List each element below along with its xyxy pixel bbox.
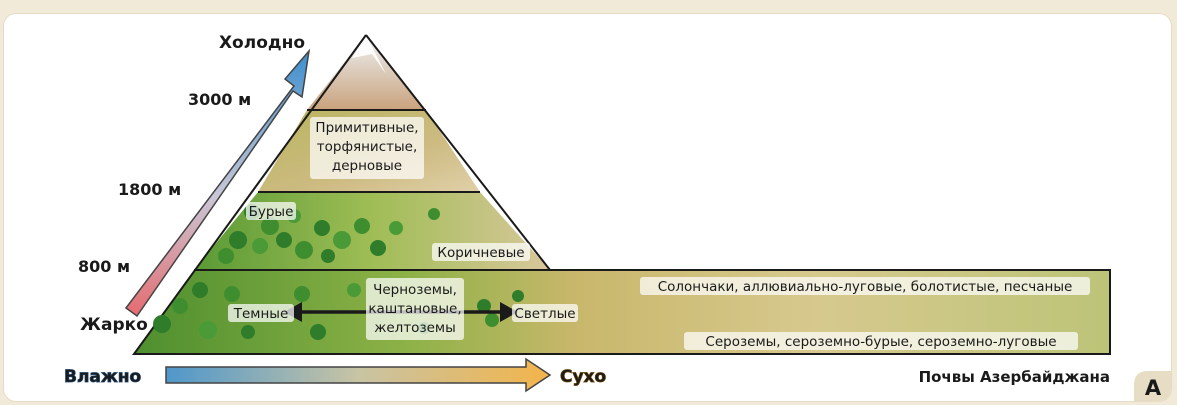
dark-label-chip <box>228 304 294 322</box>
chernozem-label-chip <box>366 278 464 340</box>
badge-a: A <box>1134 371 1171 401</box>
badge-letter: A <box>1145 376 1162 400</box>
saline-soils-label: Солончаки, аллювиально-луговые, болотист… <box>658 279 1073 295</box>
altitude-3000-label: 3000 м <box>188 90 251 109</box>
dry-label: Сухо <box>560 367 606 387</box>
lowland-trees <box>153 282 524 340</box>
alpine-label-chip <box>310 117 424 179</box>
saline-label-chip <box>640 277 1090 295</box>
cinnamon-label-chip <box>432 243 530 261</box>
dark-soil-label: Темные <box>233 306 289 322</box>
diagram-frame: Холодно Жарко 3000 м 1800 м 800 м <box>4 14 1171 401</box>
soil-diagram: Холодно Жарко 3000 м 1800 м 800 м <box>64 33 1171 401</box>
chernozem-label-line-2: каштановые, <box>368 301 461 317</box>
serozem-label-chip <box>684 332 1078 350</box>
chernozem-label-line-3: желтоземы <box>374 320 456 336</box>
cold-label: Холодно <box>219 33 305 53</box>
alpine-label-line-2: торфянистые, <box>317 139 418 155</box>
alpine-label-line-1: Примитивные, <box>315 120 418 136</box>
light-label-chip <box>512 304 578 322</box>
cinnamon-soil-label: Коричневые <box>437 245 524 261</box>
hot-label: Жарко <box>80 315 148 335</box>
chernozem-label-line-1: Черноземы, <box>373 282 457 298</box>
serozem-soils-label: Сероземы, сероземно-бурые, сероземно-луг… <box>705 334 1056 350</box>
temperature-arrow <box>124 48 311 318</box>
altitude-1800-label: 1800 м <box>118 180 181 199</box>
mountain-peak <box>307 35 426 110</box>
wet-label: Влажно <box>64 367 141 387</box>
light-soil-label: Светлые <box>514 306 575 322</box>
moisture-arrow <box>165 357 552 393</box>
brown-label-chip <box>246 202 296 220</box>
altitude-800-label: 800 м <box>78 257 130 276</box>
brown-soil-label: Бурые <box>249 204 294 220</box>
diagram-caption: Почвы Азербайджана <box>919 368 1110 386</box>
alpine-label-line-3: дерновые <box>332 158 402 174</box>
